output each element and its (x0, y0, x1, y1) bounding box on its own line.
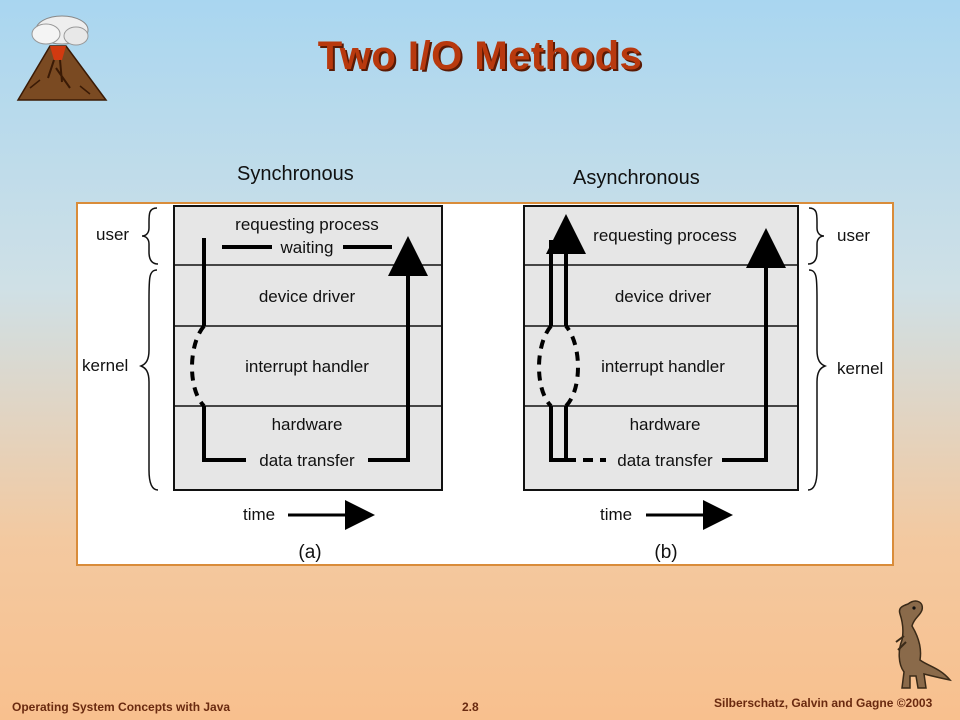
a-interrupt-handler: interrupt handler (245, 357, 369, 376)
asynchronous-label: Asynchronous (573, 167, 700, 189)
page-title: Two I/O Methods (317, 34, 643, 78)
diagram-b: requesting process device driver interru… (523, 205, 883, 563)
diagram-a: requesting process waiting device driver… (82, 205, 443, 563)
b-user-label: user (837, 226, 870, 245)
footer-left: Operating System Concepts with Java (12, 700, 231, 714)
b-caption: (b) (654, 542, 677, 563)
b-data-transfer: data transfer (617, 451, 713, 470)
a-caption: (a) (298, 542, 321, 563)
b-kernel-label: kernel (837, 359, 883, 378)
a-kernel-label: kernel (82, 356, 128, 375)
b-hardware: hardware (630, 415, 701, 434)
footer-right: Silberschatz, Galvin and Gagne ©2003 (714, 696, 933, 710)
a-time-label: time (243, 505, 275, 524)
b-device-driver: device driver (615, 287, 712, 306)
b-time-label: time (600, 505, 632, 524)
a-user-label: user (96, 225, 129, 244)
a-data-transfer: data transfer (259, 451, 355, 470)
synchronous-label: Synchronous (237, 163, 354, 185)
a-waiting: waiting (280, 238, 334, 257)
a-hardware: hardware (272, 415, 343, 434)
b-interrupt-handler: interrupt handler (601, 357, 725, 376)
a-requesting-process: requesting process (235, 215, 379, 234)
b-requesting-process: requesting process (593, 226, 737, 245)
footer-page-number: 2.8 (462, 700, 479, 714)
a-device-driver: device driver (259, 287, 356, 306)
volcano-icon (16, 15, 108, 101)
dinosaur-icon (895, 600, 952, 689)
